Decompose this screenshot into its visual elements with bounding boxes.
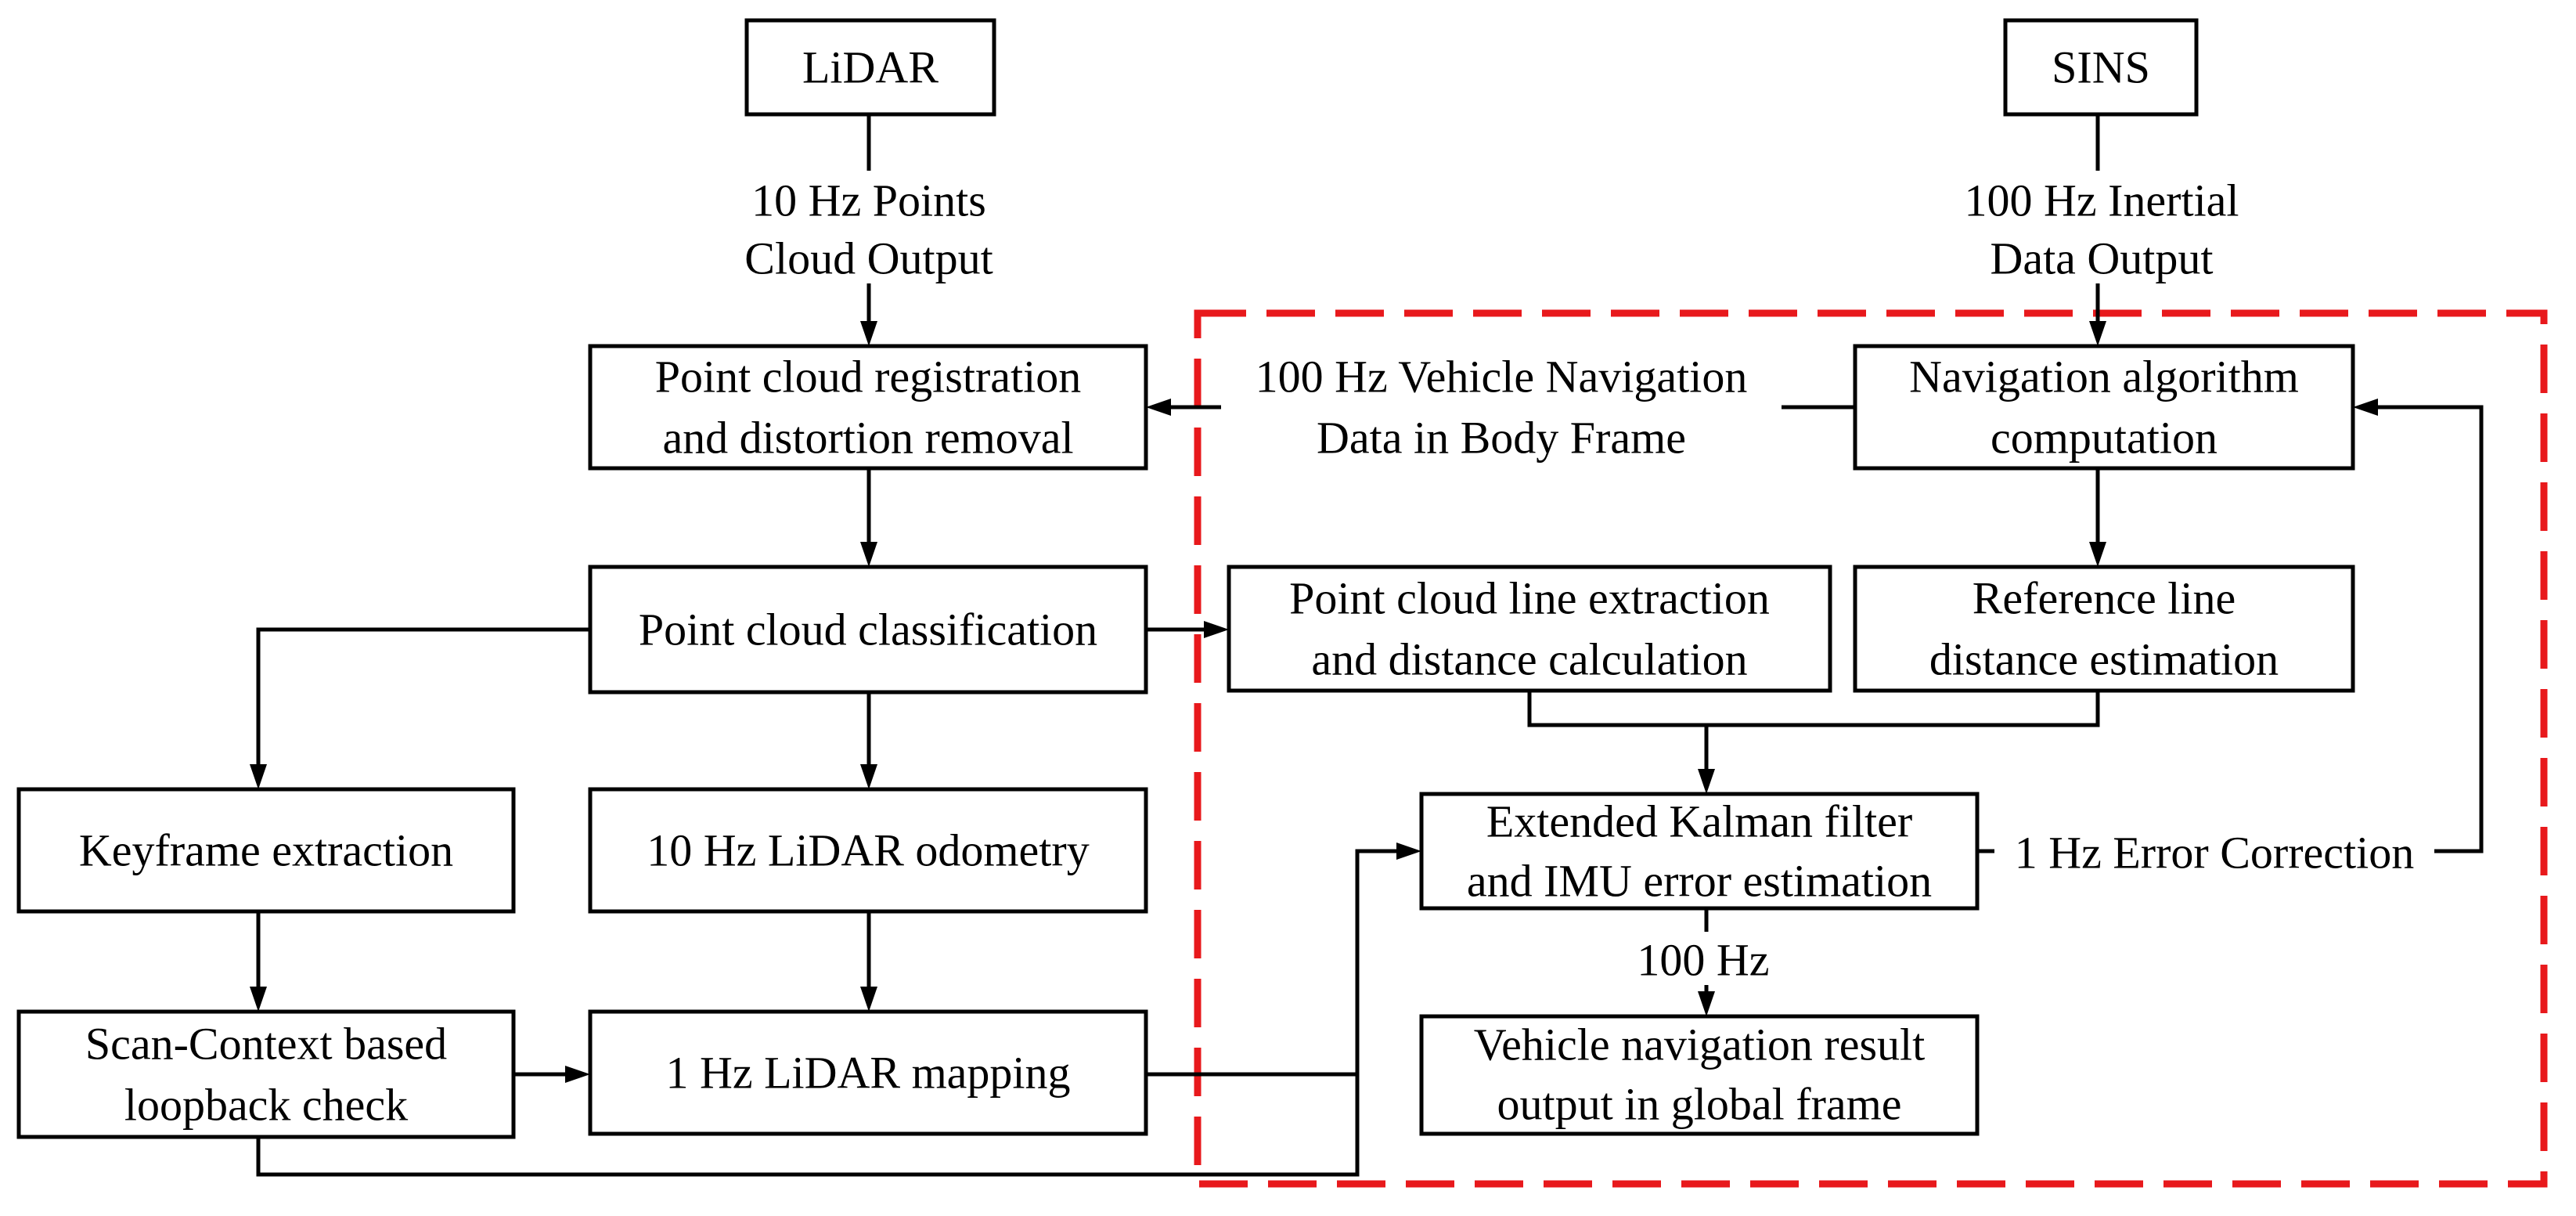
node-reference-line-line-1: Reference line [1973, 573, 2236, 624]
sins-processing-region [1194, 309, 2548, 1188]
arrowhead-mapping-in-top [860, 987, 877, 1012]
node-line-extraction-line-1: Point cloud line extraction [1289, 573, 1770, 624]
body-frame-label-line-1: 100 Hz Vehicle Navigation [1256, 352, 1748, 402]
node-mapping: 1 Hz LiDAR mapping [588, 1009, 1148, 1136]
node-navigation-line-1: Navigation algorithm [1909, 352, 2299, 402]
arrowhead-loopback-in [250, 987, 267, 1012]
arrowhead-ekf-in-left [1396, 843, 1421, 860]
node-ekf-line-2: and IMU error estimation [1467, 856, 1932, 907]
node-line-extraction-line-2: and distance calculation [1311, 634, 1747, 685]
error-correction-loop-line [2376, 405, 2484, 853]
node-nav-result: Vehicle navigation result output in glob… [1419, 1014, 1980, 1136]
node-keyframe-label: Keyframe extraction [79, 825, 453, 876]
node-lidar: LiDAR [744, 18, 996, 117]
arrowhead-keyframe-in [250, 764, 267, 789]
arrowhead-classification-in [860, 542, 877, 567]
node-reference-line-line-2: distance estimation [1929, 634, 2279, 685]
arrowhead-navigation-in [2089, 321, 2106, 346]
error-correction-label: 1 Hz Error Correction [2015, 828, 2415, 879]
node-ekf-line-1: Extended Kalman filter [1486, 796, 1912, 847]
merge-to-ekf-line [1527, 691, 2100, 727]
connectors [250, 114, 2484, 1177]
body-frame-label-line-2: Data in Body Frame [1317, 413, 1686, 464]
ekf-rate-label: 100 Hz [1637, 935, 1769, 986]
node-classification: Point cloud classification [588, 565, 1148, 695]
node-nav-result-line-1: Vehicle navigation result [1474, 1019, 1926, 1070]
arrowhead-extraction-in [1204, 621, 1229, 638]
arrowhead-error-correction [2353, 399, 2378, 416]
node-navigation-line-2: computation [1991, 413, 2218, 464]
node-lidar-label: LiDAR [802, 42, 939, 93]
arrowhead-result-in [1698, 991, 1715, 1016]
node-ekf: Extended Kalman filter and IMU error est… [1419, 792, 1980, 911]
lidar-output-label-line-1: 10 Hz Points [751, 175, 986, 226]
arrowhead-reference-in [2089, 542, 2106, 567]
classification-to-keyframe-line [256, 627, 590, 766]
node-loopback: Scan-Context based loopback check [16, 1009, 516, 1139]
node-registration-line-2: and distortion removal [662, 413, 1073, 464]
arrowhead-mapping-in-left [565, 1066, 590, 1083]
node-line-extraction: Point cloud line extraction and distance… [1227, 565, 1832, 693]
node-loopback-line-1: Scan-Context based [85, 1019, 447, 1070]
node-odometry: 10 Hz LiDAR odometry [588, 787, 1148, 914]
arrowhead-registration-in [860, 321, 877, 346]
sins-output-label-line-2: Data Output [1990, 233, 2213, 284]
arrowhead-body-frame [1146, 399, 1171, 416]
node-nav-result-line-2: output in global frame [1497, 1079, 1901, 1130]
node-navigation: Navigation algorithm computation [1853, 344, 2355, 471]
node-odometry-label: 10 Hz LiDAR odometry [647, 825, 1089, 876]
node-reference-line: Reference line distance estimation [1853, 565, 2355, 693]
node-sins: SINS [2003, 18, 2199, 117]
node-sins-label: SINS [2052, 42, 2150, 93]
loopback-to-ekf-line [256, 849, 1398, 1177]
node-keyframe: Keyframe extraction [16, 787, 516, 914]
node-loopback-line-2: loopback check [124, 1080, 408, 1131]
lidar-output-label-line-2: Cloud Output [744, 233, 993, 284]
arrowhead-ekf-in-top [1698, 769, 1715, 794]
node-mapping-label: 1 Hz LiDAR mapping [665, 1048, 1070, 1099]
node-classification-label: Point cloud classification [639, 604, 1097, 655]
sins-output-label-line-1: 100 Hz Inertial [1964, 175, 2239, 226]
arrowhead-odometry-in [860, 764, 877, 789]
node-registration: Point cloud registration and distortion … [588, 344, 1148, 471]
node-registration-line-1: Point cloud registration [655, 352, 1082, 402]
